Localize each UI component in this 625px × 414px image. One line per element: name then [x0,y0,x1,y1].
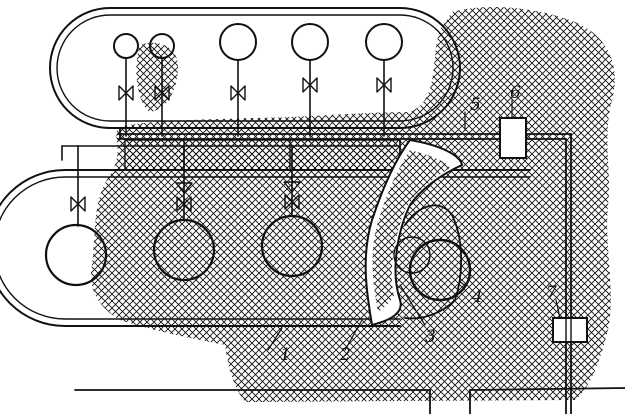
leader-lines [267,99,561,351]
lower-dike-inner [0,176,531,320]
upper-dike-outer [49,7,461,129]
spill-area-hatch [90,7,615,403]
label-6: 6 [510,83,521,103]
label-2: 2 [339,345,351,365]
tank-4-inner [393,236,431,274]
label-7: 7 [546,283,557,303]
tank-large-1 [44,223,108,287]
tank-4 [408,238,472,302]
road-lines [74,387,625,414]
lower-header [61,139,401,227]
tank-large-3 [260,214,324,278]
unit-7 [552,317,588,343]
lower-dike-outer [0,169,531,327]
top-valves [118,57,392,137]
label-3: 3 [425,327,436,347]
label-1: 1 [280,345,291,365]
tank-large-2 [152,218,216,282]
tank-top-3 [219,23,257,61]
label-4: 4 [471,287,483,307]
label-5: 5 [470,95,481,115]
upper-dike-inner [56,14,454,122]
tank-small-1 [113,33,139,59]
tank-top-4 [291,23,329,61]
header-block [124,139,401,171]
spill-area-hatch-top [136,42,179,112]
main-pipeline [117,127,572,414]
tank-top-5 [365,23,403,61]
boom-hatch [372,150,450,312]
unit-6 [499,117,527,159]
